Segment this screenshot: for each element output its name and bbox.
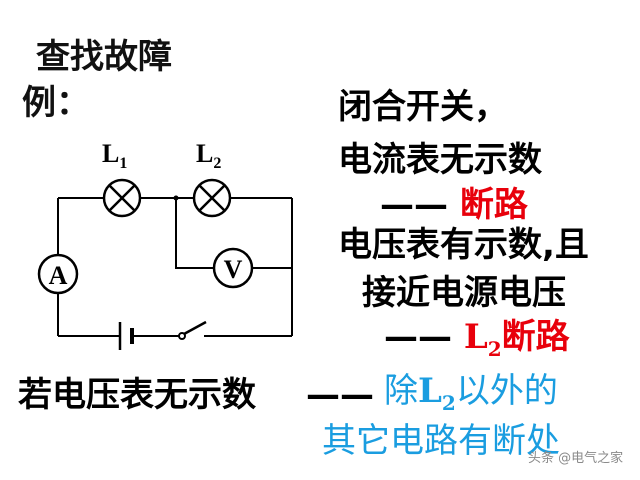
- watermark: 头条 @电气之家: [528, 451, 624, 466]
- svg-text:V: V: [224, 255, 243, 284]
- wire-volt-left: [175, 198, 214, 269]
- lamp2-label: L2: [196, 139, 221, 172]
- case1-line1: 闭合开关，: [338, 87, 508, 127]
- case2-result: —— L2断路: [384, 317, 570, 361]
- case2-line1: 电压表有示数,且: [338, 225, 589, 265]
- circuit-diagram: L1 L2 A V: [37, 139, 293, 350]
- lamp-l2-icon: [192, 178, 232, 218]
- svg-text:A: A: [49, 261, 68, 290]
- case2-line2: 接近电源电压: [362, 273, 566, 313]
- battery-icon: [118, 322, 134, 350]
- switch-icon: [178, 320, 207, 340]
- lamp-l1-icon: [102, 178, 142, 218]
- case3-dash: ——: [306, 375, 374, 415]
- case3-line2: 其它电路有断处: [322, 421, 560, 461]
- voltmeter-icon: V: [212, 247, 254, 289]
- title-line1: 查找故障: [36, 37, 172, 77]
- case1-line2: 电流表无示数: [338, 140, 542, 180]
- junction-dot: [173, 195, 179, 201]
- ammeter-icon: A: [37, 253, 79, 295]
- title-line2: 例：: [22, 83, 90, 123]
- case3-line1: 除L2以外的: [384, 371, 558, 415]
- case3-condition: 若电压表无示数: [18, 375, 256, 415]
- case1-result: —— 断路: [380, 185, 528, 225]
- lamp1-label: L1: [102, 139, 127, 172]
